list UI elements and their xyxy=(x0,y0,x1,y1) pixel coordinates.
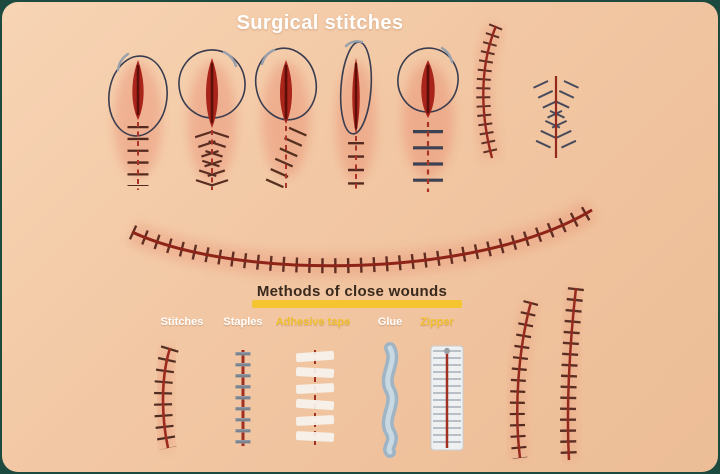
vertical-dense-sutured-wound-icon xyxy=(559,287,584,461)
vertical-sutured-wound-icon xyxy=(509,299,539,459)
yellow-highlight xyxy=(252,300,462,308)
zipper-device-icon xyxy=(430,345,464,451)
needle-icon xyxy=(222,50,238,68)
zipper-pull-icon xyxy=(444,348,450,354)
glue-strip-icon xyxy=(381,342,399,458)
narrow-mattress-suture-wound-icon xyxy=(336,40,376,190)
continuous-loop-suture-wound-icon xyxy=(254,47,318,190)
stitches-icon xyxy=(154,345,179,450)
small-cross-stitch-wound-icon xyxy=(533,76,579,158)
method-label-adhesive-tape: Adhesive tape xyxy=(275,316,351,328)
needle-icon xyxy=(116,52,130,72)
wide-bar-suture-wound-icon xyxy=(397,46,459,192)
method-label-staples: Staples xyxy=(223,316,263,328)
continuous-cross-suture-wound-icon xyxy=(178,49,246,190)
needle-icon xyxy=(344,40,364,48)
needle-icon xyxy=(440,46,454,64)
poster-title: Surgical stitches xyxy=(236,12,404,34)
interrupted-suture-wound-icon xyxy=(108,52,168,190)
needle-icon xyxy=(260,48,276,66)
method-label-stitches: Stitches xyxy=(160,316,204,328)
long-curved-sutured-wound-icon xyxy=(126,199,599,278)
adhesive-tape-icon xyxy=(295,350,335,446)
diagonal-running-suture-icon xyxy=(474,22,505,161)
methods-heading: Methods of close wounds xyxy=(256,283,448,300)
methods-heading-wrap: Methods of close wounds xyxy=(152,283,552,300)
method-label-zipper: Zipper xyxy=(420,316,454,328)
method-label-glue: Glue xyxy=(377,316,403,328)
